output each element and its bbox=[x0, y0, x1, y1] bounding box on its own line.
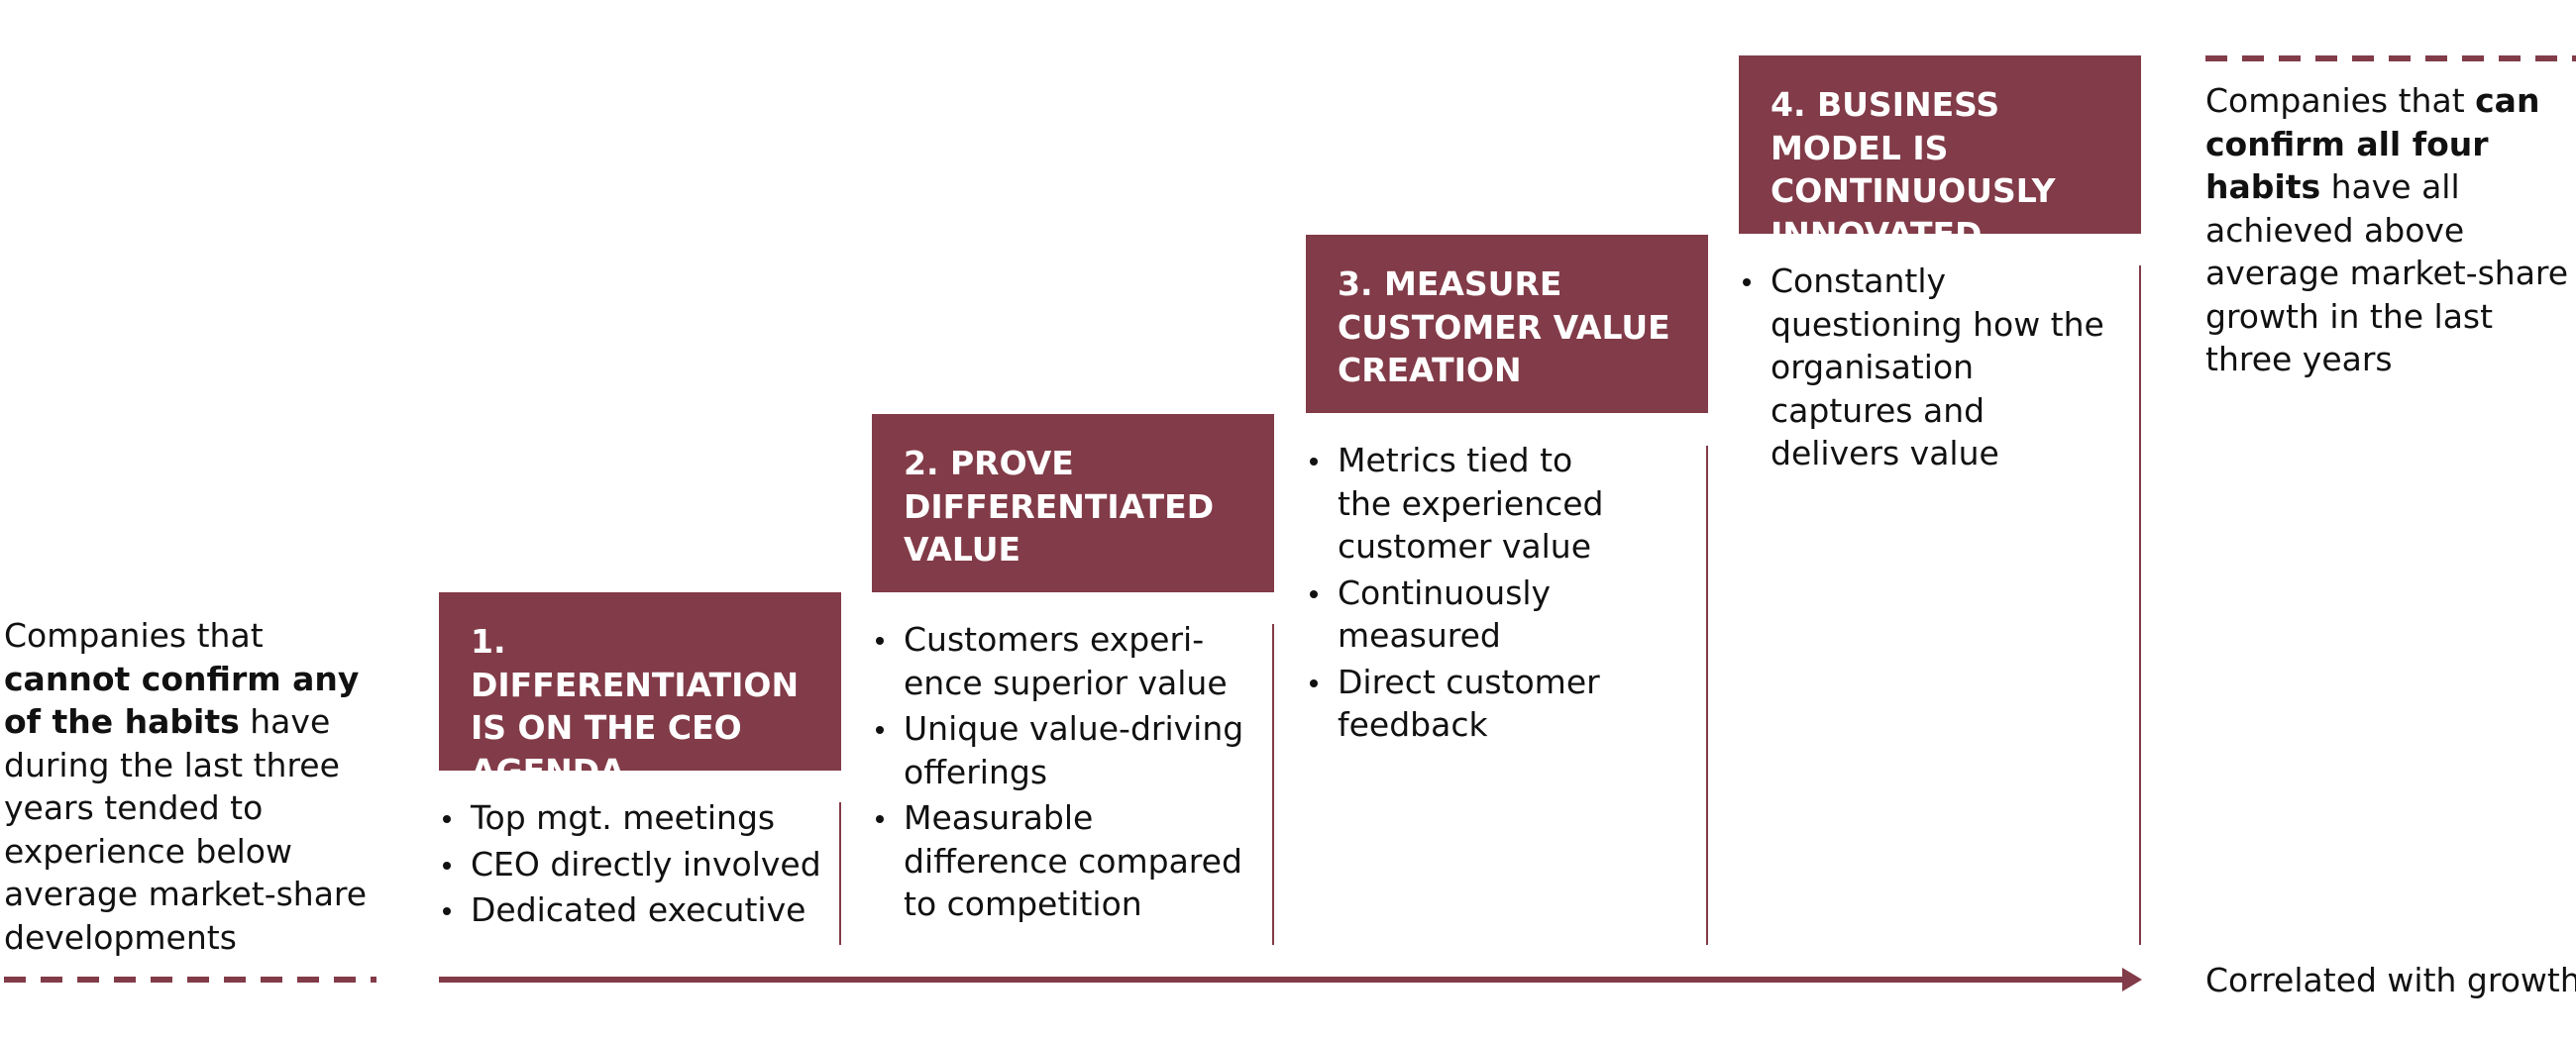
step-1-divider bbox=[839, 802, 841, 945]
list-item: Dedicated executive bbox=[439, 888, 835, 932]
left-note: Companies that cannot confirm any of the… bbox=[4, 614, 380, 959]
step-4-bullets: Constantly questioning how the organisat… bbox=[1739, 260, 2115, 478]
axis-label: Correlated with growth bbox=[2205, 961, 2576, 999]
list-item: Top mgt. meetings bbox=[439, 796, 835, 840]
left-note-emphasis: cannot confirm any of the habits bbox=[4, 659, 360, 742]
list-item: Customers experi-ence superior value bbox=[872, 618, 1248, 704]
right-note: Companies that can confirm all four habi… bbox=[2205, 79, 2572, 381]
step-4-box: 4. BUSINESS MODEL IS CONTINUOUSLY INNOVA… bbox=[1739, 55, 2141, 254]
right-note-text-post: have all achieved above average market-s… bbox=[2205, 167, 2569, 378]
list-item: CEO directly involved bbox=[439, 843, 835, 886]
top-dashed-line bbox=[2205, 55, 2576, 61]
step-4-divider bbox=[2139, 265, 2141, 945]
right-note-emphasis: can confirm all four habits bbox=[2205, 81, 2540, 206]
bottom-dashed-line bbox=[4, 977, 376, 983]
step-1-box: 1. DIFFERENTIATION IS ON THE CEO AGENDA bbox=[439, 592, 841, 790]
right-note-text-pre: Companies that bbox=[2205, 81, 2476, 120]
list-item: Continuously measured bbox=[1306, 572, 1633, 658]
step-2-bullets: Customers experi-ence superior value Uni… bbox=[872, 618, 1248, 929]
left-note-text-post: have during the last three years tended … bbox=[4, 702, 368, 957]
list-item: Unique value-driving offerings bbox=[872, 707, 1248, 793]
growth-arrow-line bbox=[439, 977, 2125, 983]
step-3-divider bbox=[1706, 446, 1708, 945]
list-item: Metrics tied to the experienced customer… bbox=[1306, 439, 1633, 569]
step-3-bullets: Metrics tied to the experienced customer… bbox=[1306, 439, 1633, 750]
step-2-box: 2. PROVE DIFFERENTIATED VALUE bbox=[872, 414, 1274, 592]
list-item: Constantly questioning how the organisat… bbox=[1739, 260, 2115, 475]
list-item: Measurable difference compared to compet… bbox=[872, 796, 1248, 926]
step-2-divider bbox=[1272, 624, 1274, 945]
left-note-text-pre: Companies that bbox=[4, 616, 264, 655]
step-3-box: 3. MEASURE CUSTOMER VALUE CREATION bbox=[1306, 235, 1708, 413]
list-item: Direct customer feedback bbox=[1306, 661, 1633, 747]
arrow-right-icon bbox=[2122, 968, 2142, 991]
step-1-bullets: Top mgt. meetings CEO directly involved … bbox=[439, 796, 835, 935]
